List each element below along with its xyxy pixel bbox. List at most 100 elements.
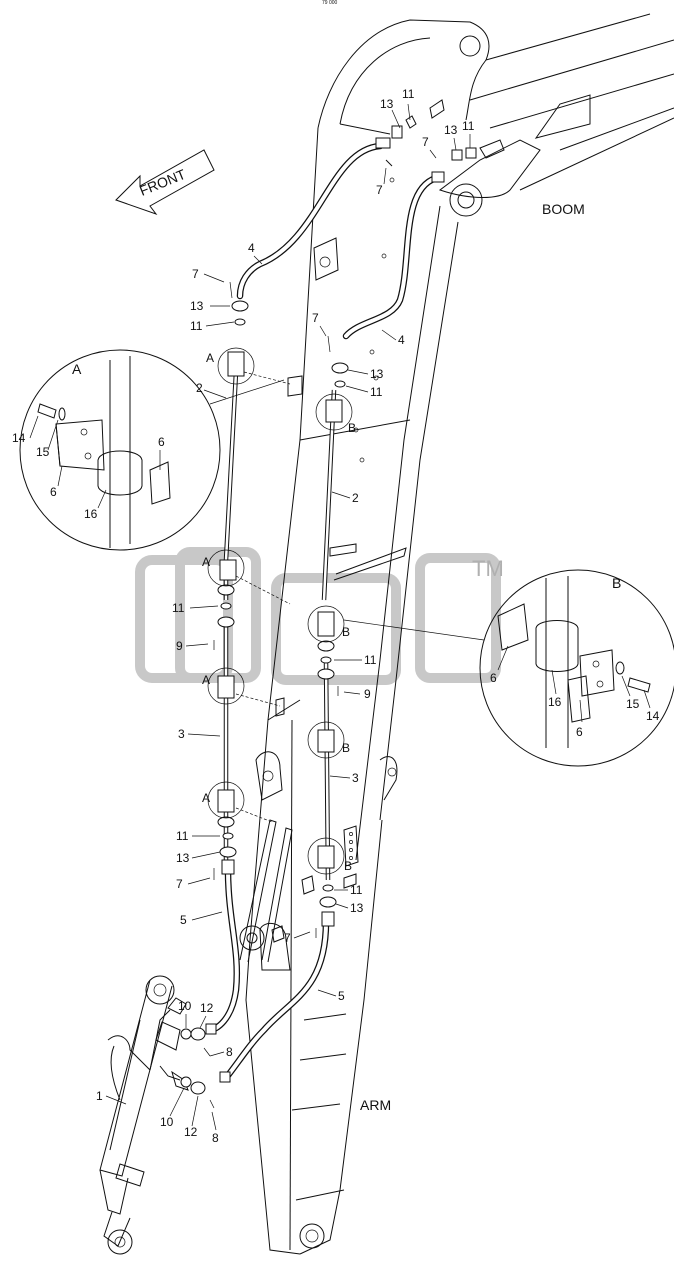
callout-6: 6 — [158, 435, 165, 449]
detail-b-marker — [315, 393, 353, 431]
detail-a-marker — [207, 667, 245, 705]
callout-10: 10 — [178, 999, 192, 1013]
callout-6: 6 — [576, 725, 583, 739]
arm-label: ARM — [360, 1097, 391, 1113]
callout-14: 14 — [646, 709, 660, 723]
clamp-plate — [55, 419, 105, 471]
callout-13: 13 — [350, 901, 364, 915]
detail-a-marker — [207, 549, 245, 587]
callout-11: 11 — [190, 319, 203, 333]
detail-a-marker — [217, 347, 255, 385]
callout-11: 11 — [172, 601, 185, 615]
pipe-clamp — [219, 559, 237, 581]
callout-11: 11 — [462, 119, 475, 133]
fitting — [431, 171, 445, 183]
callout-2: 2 — [196, 381, 203, 395]
callout-7: 7 — [284, 931, 291, 945]
callout-13: 13 — [380, 97, 394, 111]
fitting — [465, 147, 477, 159]
callout-3: 3 — [352, 771, 359, 785]
pipe-clamp — [325, 399, 343, 423]
pipe-clamp — [317, 729, 335, 753]
callout-4: 4 — [248, 241, 255, 255]
detail-b-title: B — [612, 575, 621, 591]
bolt — [37, 403, 57, 419]
detail-b-marker — [307, 605, 345, 643]
callout-1: 1 — [96, 1089, 103, 1103]
callout-15: 15 — [36, 445, 50, 459]
callout-16: 16 — [84, 507, 98, 521]
callout-13: 13 — [190, 299, 204, 313]
callout-13: 13 — [444, 123, 458, 137]
clamp-body — [535, 620, 579, 672]
callouts: 79 000 13 11 7 13 11 7 BOOM 4 7 13 11 A … — [96, 0, 585, 1145]
fitting — [391, 125, 403, 139]
detail-b-marker — [307, 721, 345, 759]
callout-10: 10 — [160, 1115, 174, 1129]
callout-11: 11 — [370, 385, 383, 399]
clamp-plate — [579, 649, 615, 697]
clamps-and-fittings — [180, 99, 505, 1109]
callout-11: 11 — [402, 87, 415, 101]
boom-structure — [249, 13, 674, 941]
callout-11: 11 — [364, 653, 377, 667]
front-label: FRONT — [137, 166, 188, 199]
callout-12: 12 — [200, 1001, 214, 1015]
callout-14: 14 — [12, 431, 26, 445]
callout-6: 6 — [50, 485, 57, 499]
fitting — [451, 149, 463, 161]
callout-detail-a: A — [202, 673, 210, 687]
pipe-clamp — [317, 845, 335, 869]
callout-9: 9 — [176, 639, 183, 653]
detail-a-title: A — [72, 361, 82, 377]
bolt — [627, 677, 651, 693]
clamp-half — [497, 603, 529, 651]
clamp-half — [149, 461, 171, 505]
front-direction-arrow: FRONT — [115, 149, 215, 216]
callout-7: 7 — [176, 877, 183, 891]
detail-a-view: A 14 15 6 6 16 — [12, 349, 285, 551]
callout-detail-a: A — [202, 555, 210, 569]
callout-13: 13 — [370, 367, 384, 381]
callout-4: 4 — [398, 333, 405, 347]
callout-13: 13 — [176, 851, 190, 865]
header-code: 79 000 — [322, 0, 338, 6]
fitting — [375, 137, 391, 149]
pipe-clamp — [217, 675, 235, 699]
callout-7: 7 — [192, 267, 199, 281]
callout-5: 5 — [180, 913, 187, 927]
detail-a-marker — [207, 781, 245, 819]
callout-detail-a: A — [202, 791, 210, 805]
callout-7: 7 — [376, 183, 383, 197]
callout-7: 7 — [422, 135, 429, 149]
clamp-body — [97, 450, 143, 496]
callout-8: 8 — [226, 1045, 233, 1059]
trademark-mark: TM — [472, 556, 504, 581]
callout-9: 9 — [364, 687, 371, 701]
callout-2: 2 — [352, 491, 359, 505]
pipe-clamp — [317, 611, 335, 637]
detail-b-view: B 6 16 6 15 14 — [343, 569, 674, 767]
callout-6: 6 — [490, 671, 497, 685]
callout-11: 11 — [350, 883, 363, 897]
detail-b-marker — [307, 837, 345, 875]
callout-detail-b: B — [342, 625, 350, 639]
arm-structure — [239, 375, 383, 1255]
callout-detail-a: A — [206, 351, 214, 365]
callout-detail-b: B — [348, 421, 356, 435]
callout-12: 12 — [184, 1125, 198, 1139]
callout-11: 11 — [176, 829, 189, 843]
bucket-cylinder — [99, 975, 189, 1255]
callout-detail-b: B — [344, 859, 352, 873]
pipe-clamp — [227, 351, 245, 377]
callout-8: 8 — [212, 1131, 219, 1145]
callout-16: 16 — [548, 695, 562, 709]
boom-label: BOOM — [542, 201, 585, 217]
callout-5: 5 — [338, 989, 345, 1003]
callout-7: 7 — [312, 311, 319, 325]
callout-detail-b: B — [342, 741, 350, 755]
pipe-clamp — [217, 789, 235, 813]
callout-3: 3 — [178, 727, 185, 741]
